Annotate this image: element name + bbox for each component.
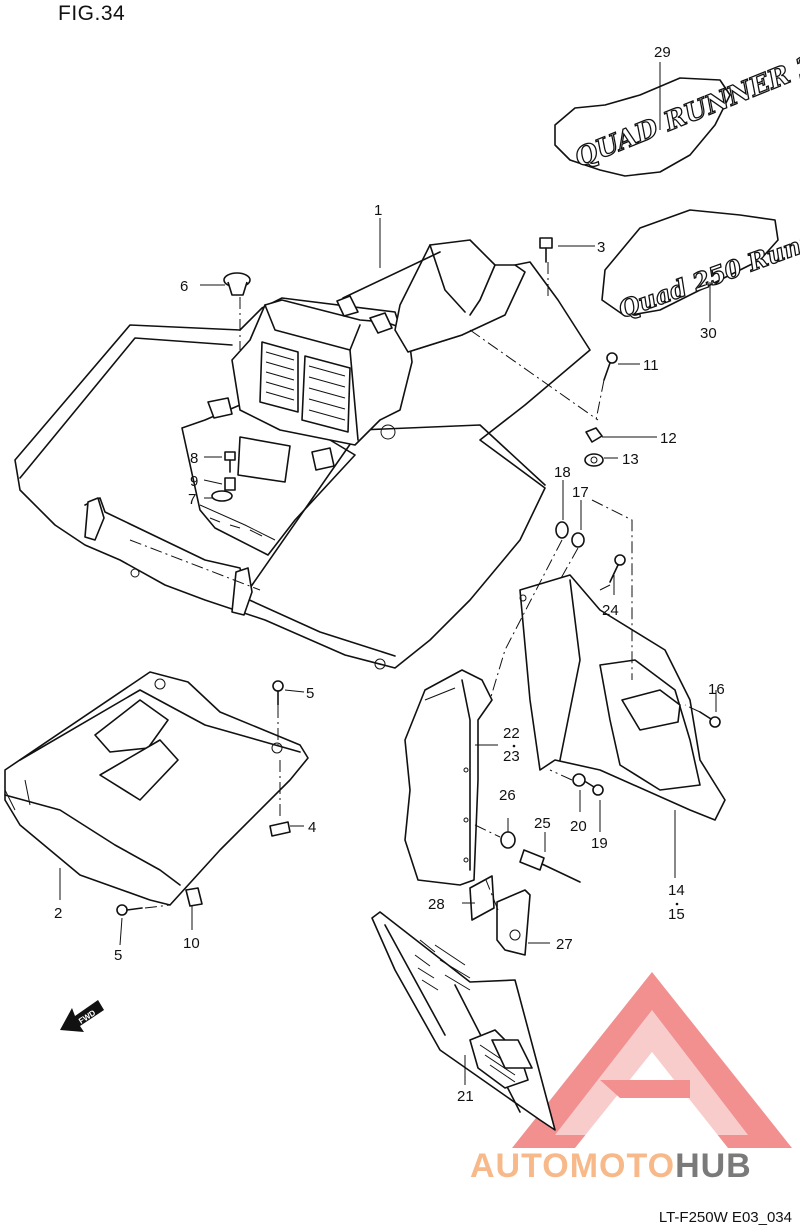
callout-28: 28: [428, 896, 445, 913]
callout-25: 25: [534, 815, 551, 832]
callout-9: 9: [190, 473, 198, 490]
emblem-30: Quad 250 Runner: [601, 209, 800, 325]
emblem-29: QUAD RUNNER 250: [554, 36, 800, 177]
callout-5b: 5: [114, 947, 122, 964]
callout-13: 13: [622, 451, 639, 468]
callout-7: 7: [188, 491, 196, 508]
watermark-text: AUTOMOTOHUB: [470, 1147, 752, 1185]
callout-21: 21: [457, 1088, 474, 1105]
callout-19: 19: [591, 835, 608, 852]
watermark-logo: [512, 972, 792, 1148]
front-undercover: [4, 671, 309, 906]
bracket-27: [496, 889, 531, 956]
callout-5a: 5: [306, 685, 314, 702]
callout-22: 22: [503, 725, 520, 742]
callout-16: 16: [708, 681, 725, 698]
callout-4: 4: [308, 819, 316, 836]
callout-26: 26: [499, 787, 516, 804]
callout-15: 15: [668, 906, 685, 923]
hardware: [116, 237, 721, 916]
callout-2: 2: [54, 905, 62, 922]
callout-1: 1: [374, 202, 382, 219]
callout-23: 23: [503, 748, 520, 765]
callout-6: 6: [180, 278, 188, 295]
watermark-part1: AUTOMOTO: [470, 1147, 675, 1185]
side-plate-21: [371, 911, 556, 1131]
callout-17: 17: [572, 484, 589, 501]
figure-title: FIG.34: [58, 2, 126, 25]
callout-8: 8: [190, 450, 198, 467]
callout-11: 11: [643, 357, 659, 374]
callout-27: 27: [556, 936, 573, 953]
callout-24: 24: [602, 602, 619, 619]
figure-code: LT-F250W E03_034: [658, 1209, 792, 1226]
side-panel-22-23: [404, 669, 493, 886]
leader-lines: [59, 62, 717, 1085]
pad-28: [469, 875, 495, 921]
callout-30: 30: [700, 325, 717, 342]
watermark-part2: HUB: [675, 1147, 752, 1185]
callout-numbers: 1 2 3 4 5 5 6 7 8 9 10 11 12 13 14 15 16…: [54, 44, 725, 1105]
front-fender: [14, 239, 599, 670]
callout-3: 3: [597, 239, 605, 256]
callout-10: 10: [183, 935, 200, 952]
callout-29: 29: [654, 44, 671, 61]
panel-14-15: [519, 574, 726, 821]
callout-12: 12: [660, 430, 677, 447]
callout-20: 20: [570, 818, 587, 835]
callout-14: 14: [668, 882, 685, 899]
callout-18: 18: [554, 464, 571, 481]
fwd-arrow: FWD: [60, 1000, 104, 1032]
